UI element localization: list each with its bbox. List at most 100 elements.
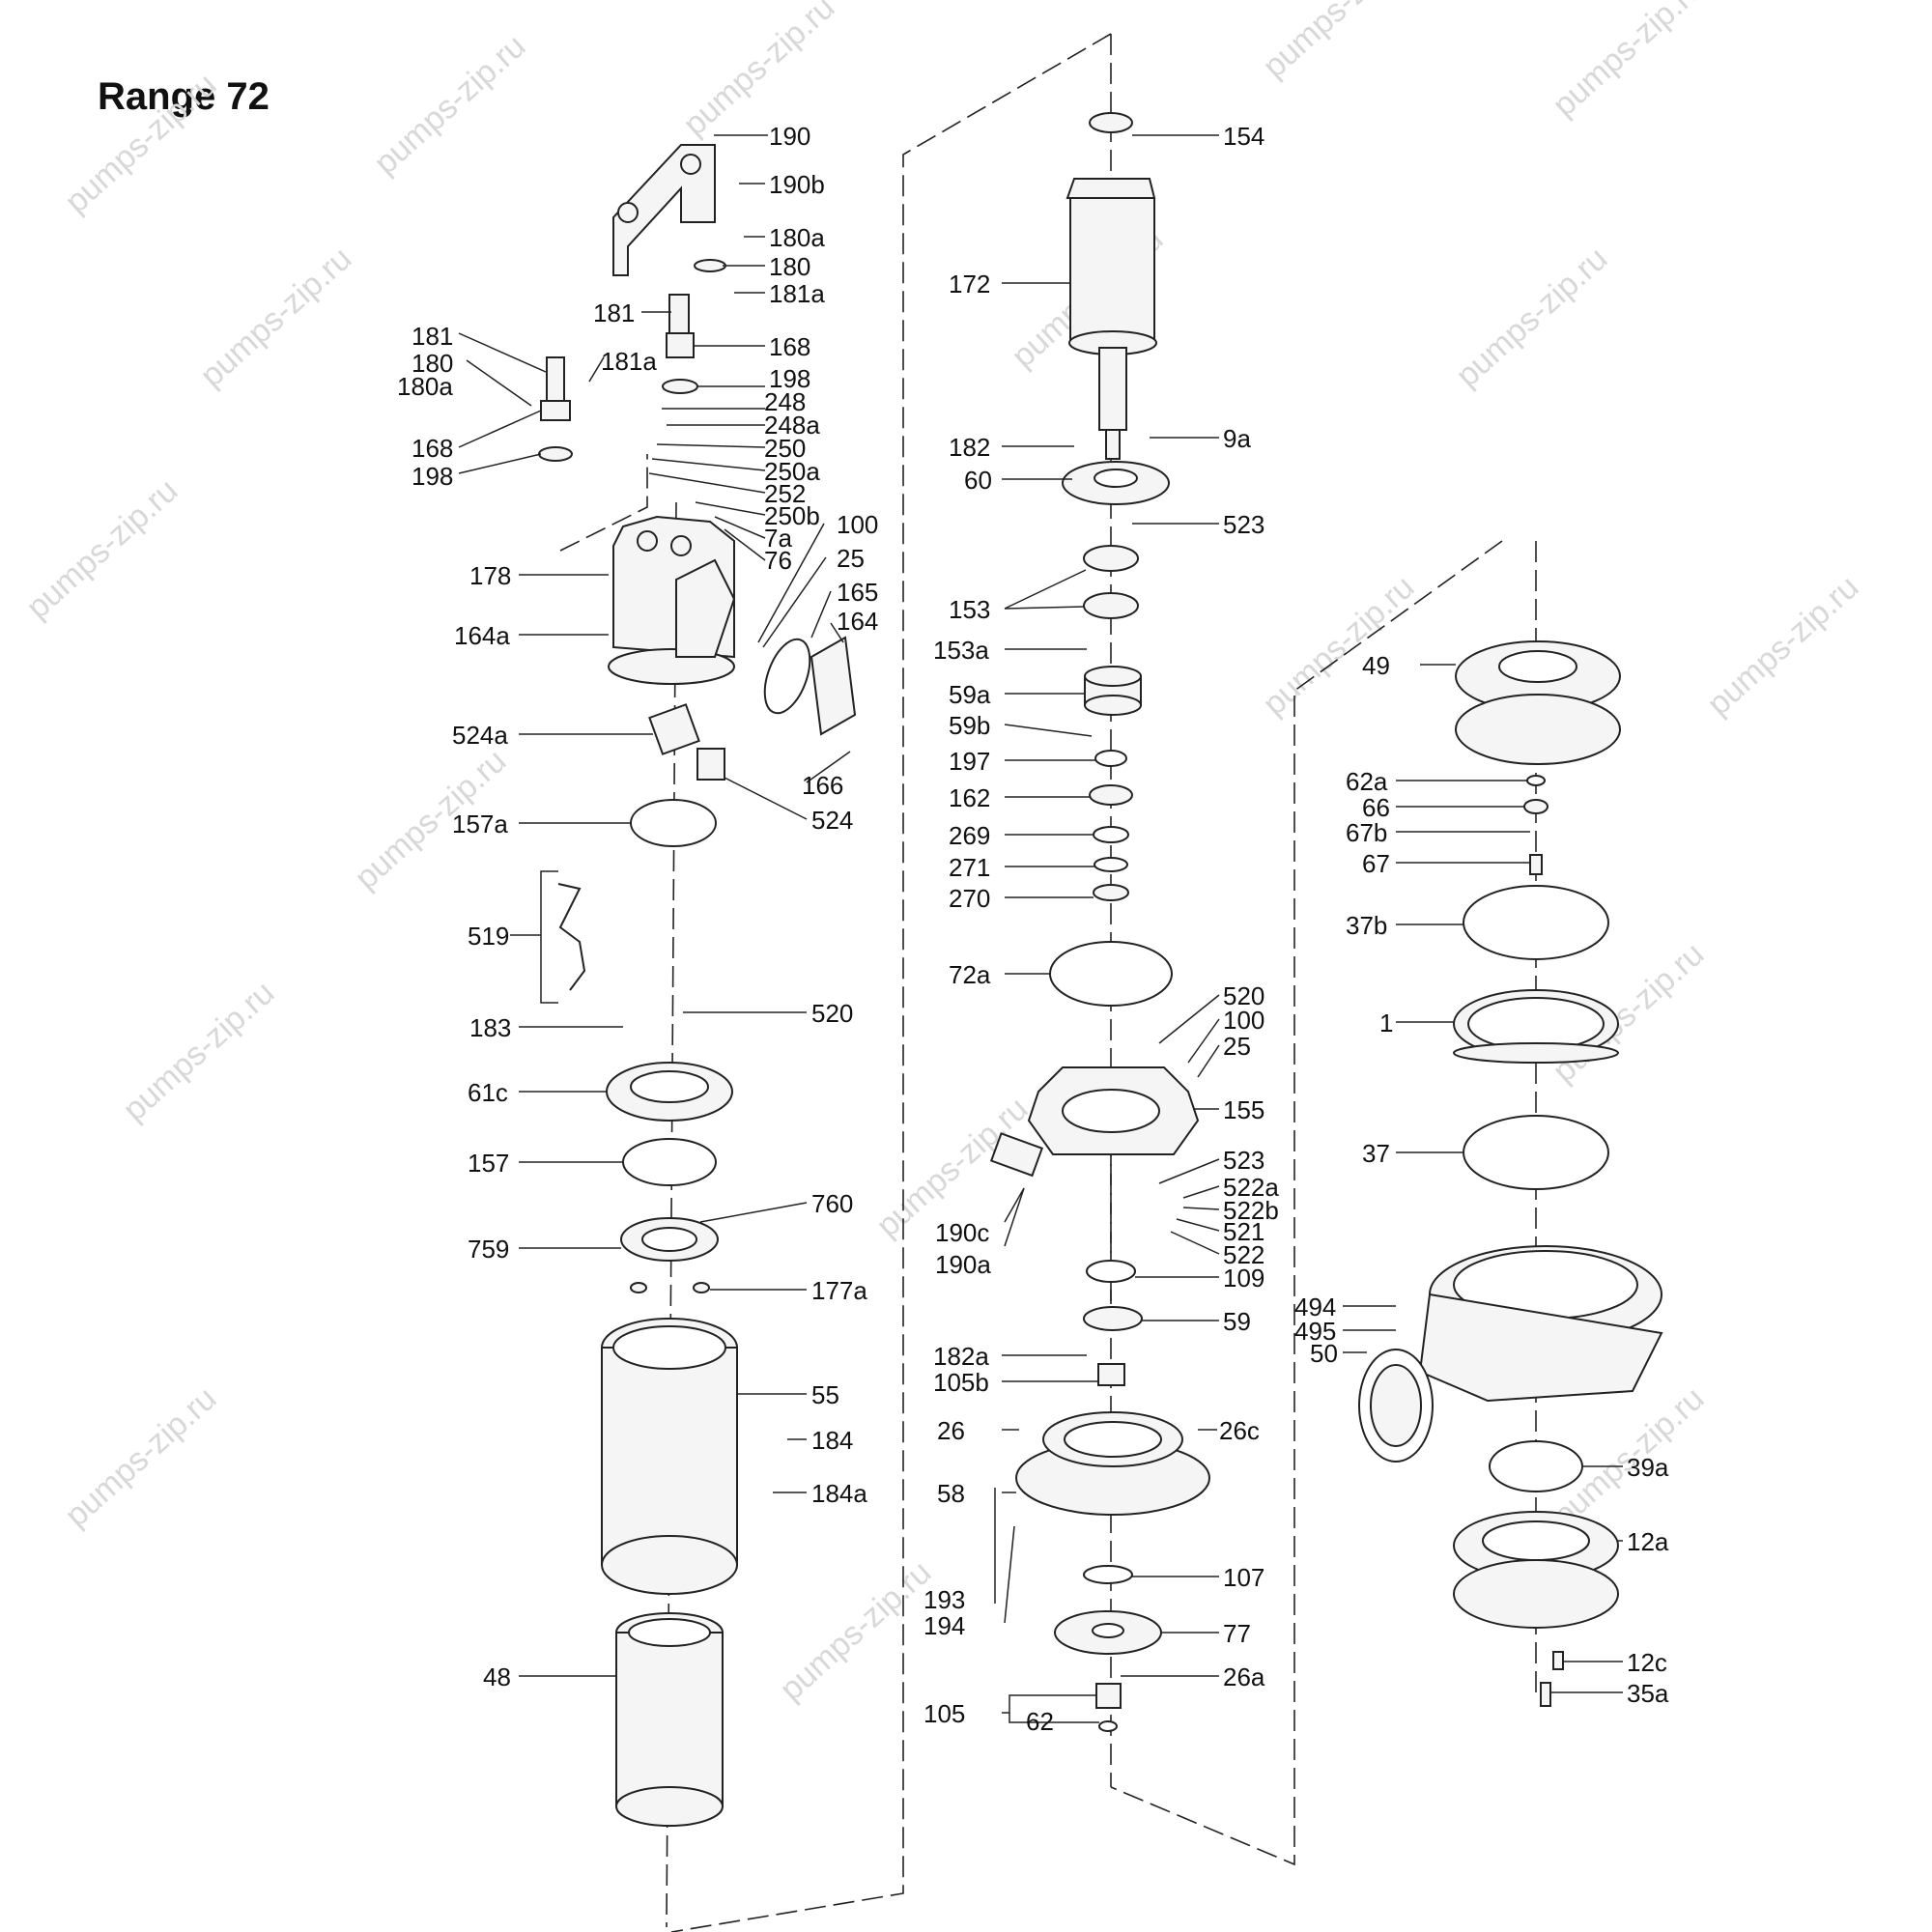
label-153: 153 bbox=[949, 595, 990, 624]
part-labels: 190 190b 180a 180 181a 181 168 198 181 1… bbox=[397, 122, 1669, 1736]
label-153a: 153a bbox=[933, 636, 989, 665]
label-521: 521 bbox=[1223, 1217, 1264, 1246]
nut-177a bbox=[630, 1282, 647, 1293]
label-494: 494 bbox=[1294, 1293, 1336, 1321]
label-194: 194 bbox=[923, 1611, 965, 1640]
label-37: 37 bbox=[1362, 1139, 1390, 1168]
oring-39a bbox=[1489, 1440, 1583, 1492]
ring-271 bbox=[1094, 857, 1128, 872]
wear-plate-12a bbox=[1453, 1511, 1619, 1629]
volute-50 bbox=[1358, 1245, 1663, 1463]
oil-housing-155 bbox=[1027, 1066, 1200, 1155]
ring-270 bbox=[1093, 884, 1129, 901]
label-269: 269 bbox=[949, 821, 990, 850]
label-193: 193 bbox=[923, 1585, 965, 1614]
cable-519 bbox=[557, 883, 586, 991]
module-524a bbox=[648, 703, 700, 755]
label-60: 60 bbox=[964, 466, 992, 495]
label-58: 58 bbox=[937, 1479, 965, 1508]
label-184: 184 bbox=[811, 1426, 853, 1455]
module-524 bbox=[696, 748, 725, 781]
oring-109 bbox=[1086, 1260, 1136, 1283]
label-524: 524 bbox=[811, 806, 853, 835]
label-35a: 35a bbox=[1627, 1679, 1669, 1708]
label-166: 166 bbox=[802, 771, 843, 800]
ring-269 bbox=[1093, 826, 1129, 843]
label-759: 759 bbox=[468, 1235, 509, 1264]
label-524a: 524a bbox=[452, 721, 508, 750]
stator-48 bbox=[615, 1612, 724, 1827]
label-172: 172 bbox=[949, 270, 990, 298]
frame-left-dashed bbox=[670, 33, 1112, 1932]
impeller-49 bbox=[1455, 640, 1621, 765]
label-177a: 177a bbox=[811, 1276, 867, 1305]
label-164: 164 bbox=[837, 607, 878, 636]
label-184a: 184a bbox=[811, 1479, 867, 1508]
label-197: 197 bbox=[949, 747, 990, 776]
label-180-left: 180 bbox=[412, 349, 453, 378]
label-183: 183 bbox=[469, 1013, 511, 1042]
oring-157a bbox=[630, 799, 717, 847]
label-198-left: 198 bbox=[412, 462, 453, 491]
label-190b: 190b bbox=[769, 170, 825, 199]
label-157a: 157a bbox=[452, 810, 508, 838]
cover-164 bbox=[810, 636, 857, 736]
label-181-left: 181 bbox=[412, 322, 453, 351]
label-107: 107 bbox=[1223, 1563, 1264, 1592]
label-190a: 190a bbox=[935, 1250, 991, 1279]
label-155: 155 bbox=[1223, 1095, 1264, 1124]
label-180a-left: 180a bbox=[397, 372, 453, 401]
label-66: 66 bbox=[1362, 793, 1390, 822]
label-25: 25 bbox=[837, 544, 865, 573]
part-198 bbox=[662, 379, 698, 394]
seal-105b bbox=[1097, 1363, 1125, 1386]
seal-59 bbox=[1083, 1306, 1143, 1331]
label-61c: 61c bbox=[468, 1078, 508, 1107]
leader-lines bbox=[458, 134, 1623, 1723]
label-178: 178 bbox=[469, 561, 511, 590]
label-519: 519 bbox=[468, 922, 509, 951]
frame-right-dashed bbox=[1110, 540, 1503, 1866]
label-55: 55 bbox=[811, 1380, 839, 1409]
label-522a: 522a bbox=[1223, 1173, 1279, 1202]
ring-62 bbox=[1098, 1720, 1118, 1732]
label-271: 271 bbox=[949, 853, 990, 882]
part-180 bbox=[694, 259, 726, 272]
label-162: 162 bbox=[949, 783, 990, 812]
oring-72a bbox=[1049, 941, 1173, 1007]
plate-77 bbox=[1054, 1610, 1162, 1655]
seal-105 bbox=[1095, 1683, 1122, 1709]
page-title: Range 72 bbox=[98, 75, 270, 118]
label-76: 76 bbox=[764, 546, 792, 575]
label-250a: 250a bbox=[764, 457, 820, 486]
label-49: 49 bbox=[1362, 651, 1390, 680]
label-164a: 164a bbox=[454, 621, 510, 650]
label-77: 77 bbox=[1223, 1619, 1251, 1648]
label-37b: 37b bbox=[1346, 911, 1387, 940]
label-1: 1 bbox=[1379, 1009, 1393, 1037]
label-522b: 522b bbox=[1223, 1196, 1279, 1225]
label-182: 182 bbox=[949, 433, 990, 462]
label-760: 760 bbox=[811, 1189, 853, 1218]
oring-37b bbox=[1463, 885, 1609, 960]
label-248: 248 bbox=[764, 387, 806, 416]
label-198: 198 bbox=[769, 364, 810, 393]
part-168-left bbox=[540, 400, 571, 421]
housing-164a bbox=[608, 515, 736, 685]
label-181a: 181a bbox=[769, 279, 825, 308]
washer-66 bbox=[1523, 799, 1548, 814]
label-522: 522 bbox=[1223, 1240, 1264, 1269]
label-250: 250 bbox=[764, 434, 806, 463]
label-180a: 180a bbox=[769, 223, 825, 252]
part-168 bbox=[666, 332, 695, 358]
label-105b: 105b bbox=[933, 1368, 989, 1397]
lifting-bracket bbox=[612, 144, 716, 276]
label-520: 520 bbox=[811, 999, 853, 1028]
label-62: 62 bbox=[1026, 1707, 1054, 1736]
label-248a: 248a bbox=[764, 411, 820, 440]
bolt-67 bbox=[1529, 854, 1543, 875]
label-523-lower: 523 bbox=[1223, 1146, 1264, 1175]
label-105: 105 bbox=[923, 1699, 965, 1728]
